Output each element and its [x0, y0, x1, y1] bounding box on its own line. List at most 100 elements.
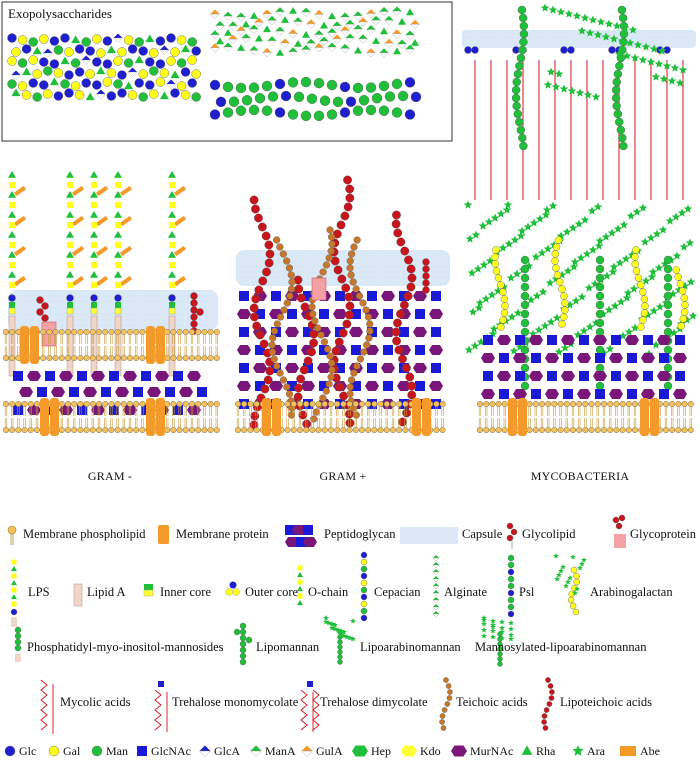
ara [567, 575, 573, 581]
galactose-unit [632, 246, 640, 254]
sugar [360, 593, 368, 601]
peptidoglycan-strand [285, 525, 313, 535]
sugar-unit [159, 68, 170, 78]
glcnac-unit [239, 327, 249, 337]
kdo-icon [401, 745, 417, 757]
arabinose-unit [552, 313, 562, 322]
sugar-key-label-abe: Abe [640, 744, 660, 758]
glcnac-unit [383, 309, 393, 319]
glca-unit [95, 89, 106, 99]
mannose-unit [663, 327, 673, 337]
gal [569, 602, 577, 610]
teichoic-unit [350, 369, 358, 377]
mana-unit [267, 15, 277, 26]
mannose-unit [520, 273, 530, 283]
gula-unit [306, 19, 316, 29]
galactose-unit [9, 202, 15, 208]
lta-unit [541, 719, 547, 725]
gram-positive-membrane [234, 398, 446, 436]
lipoteichoic-unit [250, 312, 259, 322]
legend-trehalose-dimycolate: Trehalose dimycolate [320, 695, 428, 709]
sugar-unit [96, 48, 106, 58]
legend-inner-core: Inner core [160, 585, 211, 599]
phospholipid-head [3, 355, 9, 362]
gula-unit [210, 9, 220, 19]
sugar-unit [254, 93, 266, 104]
phospholipid-head [71, 427, 78, 434]
phospholipid-head [234, 427, 241, 434]
peptidoglycan-strand [481, 389, 687, 399]
gula-unit [366, 48, 376, 58]
galactose-unit [67, 282, 73, 288]
arabinose-unit [573, 330, 583, 339]
sugar-unit [180, 90, 191, 100]
phospholipid-head [201, 401, 208, 408]
sugar-unit [345, 96, 357, 107]
galactose-unit [91, 262, 97, 268]
mycolic-chain [300, 689, 308, 731]
membrane-bilayer [234, 398, 446, 436]
phospholipid-head [365, 401, 372, 408]
mana-unit [241, 33, 251, 43]
ara [558, 568, 564, 574]
teichoic-unit [446, 695, 453, 701]
arabinose-unit [616, 297, 626, 306]
rhamnose-unit [159, 91, 169, 100]
lipoteichoic-unit [396, 237, 406, 247]
lipoteichoic-unit [396, 309, 405, 319]
phospholipid-head [576, 401, 583, 408]
lipoteichoic-unit [398, 354, 407, 364]
galactose-unit [499, 316, 507, 324]
galactose-unit [9, 282, 15, 288]
phospholipid-head [247, 427, 254, 434]
mana-unit [345, 33, 355, 43]
galactose-unit [556, 278, 564, 286]
phospholipid-head [613, 401, 620, 408]
lipoteichoic-unit [407, 381, 417, 391]
membrane-bilayer [3, 398, 220, 436]
mana [432, 590, 440, 597]
arabinose-unit [620, 23, 630, 32]
phospholipid-head [176, 355, 183, 362]
rhamnose-unit [71, 35, 81, 44]
gram-negative-peptidoglycan [13, 371, 207, 415]
man [337, 654, 343, 660]
sugar [507, 589, 515, 597]
sugar [506, 522, 514, 530]
glcnac-unit [239, 291, 249, 301]
sugar-unit [176, 35, 187, 45]
mana-unit [275, 7, 285, 17]
sugar-unit [145, 80, 155, 90]
lipoteichoic-unit [343, 202, 353, 212]
sugar-unit [138, 46, 148, 56]
ara [499, 635, 505, 641]
lta-unit [548, 695, 555, 701]
sugar-key-label-glcnac: GlcNAc [151, 744, 191, 758]
sugar-unit [228, 96, 240, 107]
teichoic-unit [447, 689, 453, 695]
arabinose-unit [517, 226, 527, 235]
teichoic-unit [273, 362, 281, 370]
phospholipid-head [669, 401, 676, 408]
glycolipid-sugar [190, 320, 198, 328]
gram-negative-lps [8, 171, 204, 377]
arabinose-unit [602, 271, 612, 280]
phospholipid-head [195, 355, 202, 362]
peptidoglycan-strand [483, 371, 685, 381]
mannose-unit [519, 141, 528, 151]
arabinose-unit [655, 302, 665, 311]
mannose-unit [516, 53, 526, 63]
phospholipid-head [188, 355, 195, 362]
membrane-protein [412, 398, 421, 436]
phospholipid-head [681, 401, 688, 408]
phospholipid-head [77, 355, 84, 362]
ara [508, 636, 514, 642]
arabinose-unit [468, 307, 478, 316]
mannose-unit [618, 133, 627, 143]
glcnac-unit [303, 291, 313, 301]
phospholipid-head [253, 427, 260, 434]
teichoic-unit [325, 380, 333, 388]
lipoteichoic-unit [264, 258, 274, 268]
murnac-unit [349, 327, 363, 337]
arabinose-unit [665, 216, 675, 225]
